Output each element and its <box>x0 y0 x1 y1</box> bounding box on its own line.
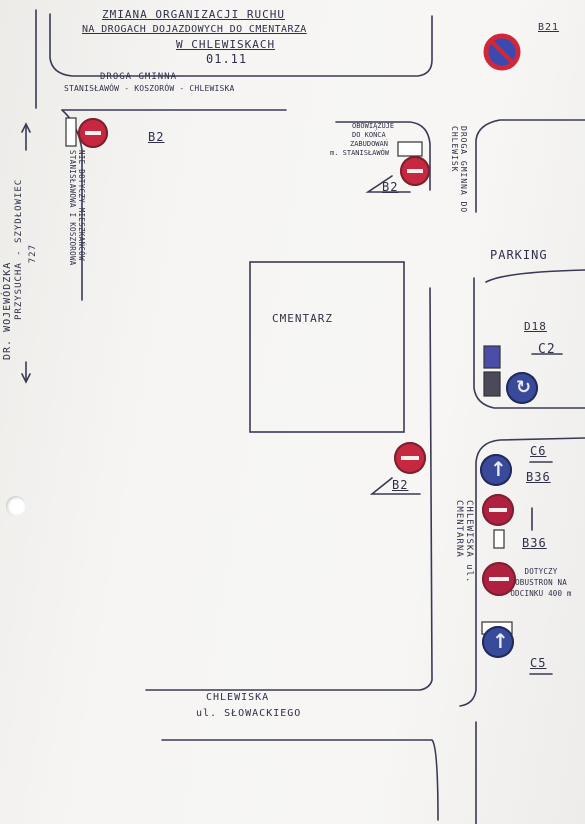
droga-wojewodzka-line-1: DR. WOJEWÓDZKA <box>2 261 13 360</box>
header-line-4: 01.11 <box>206 52 248 66</box>
no-entry-sign-icon <box>394 442 426 474</box>
label-c2: C2 <box>538 342 556 357</box>
no-entry-sign-icon <box>400 156 430 186</box>
note-dotyczy-obustron: DOTYCZY OBUSTRON NA ODCINKU 400 m <box>510 567 572 598</box>
label-b2-middle: B2 <box>392 478 409 492</box>
droga-gminna-title: DROGA GMINNA <box>100 72 178 82</box>
droga-wojewodzka-number: 727 <box>28 244 38 264</box>
ahead-only-sign-icon: ↑ <box>482 626 514 658</box>
ahead-only-sign-icon: ↑ <box>480 454 512 486</box>
note-obowiazuje-3: ZABUDOWAŃ <box>350 140 388 148</box>
label-b2-topright: B2 <box>382 180 399 194</box>
note-nie-dotyczy: NIE DOTYCZY MIESZKAŃCÓW STANISŁAWOWA I K… <box>68 150 86 266</box>
no-entry-sign-icon <box>78 118 108 148</box>
header-line-2: NA DROGACH DOJAZDOWYCH DO CMENTARZA <box>82 24 307 35</box>
no-stopping-sign-icon <box>482 562 516 596</box>
label-b36-first: B36 <box>526 470 551 484</box>
label-b21: B21 <box>538 22 560 33</box>
label-b2-topleft: B2 <box>148 130 165 144</box>
label-c6: C6 <box>530 444 547 458</box>
droga-gminna-sub: STANISŁAWÓW - KOSZORÓW - CHLEWISKA <box>64 84 235 93</box>
note-obowiazuje-4: m. STANISŁAWÓW <box>330 149 390 157</box>
header-line-3: W CHLEWISKACH <box>176 38 276 51</box>
road-slowackiego-line-2: ul. SŁOWACKIEGO <box>196 708 302 719</box>
note-obowiazuje-2: DO KOŃCA <box>352 131 386 139</box>
label-cmentarz: CMENTARZ <box>272 312 333 325</box>
label-b36-second: B36 <box>522 536 547 550</box>
road-cmentarna: CHLEWISKA ul. CMENTARNA <box>454 500 474 584</box>
label-d18: D18 <box>524 320 547 333</box>
roundabout-sign-icon: ↻ <box>506 372 538 404</box>
label-c5: C5 <box>530 656 547 670</box>
droga-wojewodzka-line-2: PRZYSUCHA - SZYDŁOWIEC <box>14 178 24 320</box>
binder-hole <box>6 496 26 516</box>
note-obowiazuje-1: OBOWIĄZUJE <box>352 122 395 130</box>
no-stopping-sign-icon <box>482 494 514 526</box>
droga-gminna-do-chlewisk: DROGA GMINNA DO CHLEWISK <box>450 126 468 214</box>
road-slowackiego-line-1: CHLEWISKA <box>206 692 270 703</box>
header-line-1: ZMIANA ORGANIZACJI RUCHU <box>102 8 285 21</box>
label-parking: PARKING <box>490 248 548 262</box>
